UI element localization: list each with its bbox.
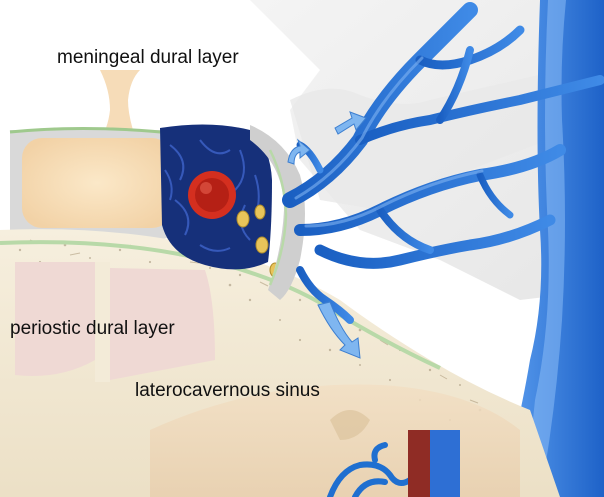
meningeal-dural-layer-label: meningeal dural layer bbox=[57, 48, 239, 67]
peach-gland bbox=[22, 138, 172, 228]
laterocavernous-sinus-label: laterocavernous sinus bbox=[135, 381, 320, 400]
lower-artery bbox=[408, 430, 430, 497]
periostic-dural-layer-label: periostic dural layer bbox=[10, 319, 175, 338]
